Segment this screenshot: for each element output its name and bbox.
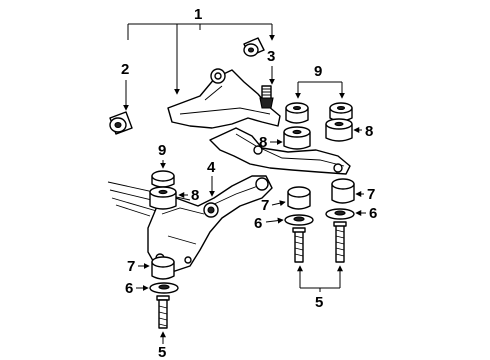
callout-2: 2 [121,61,129,78]
callout-labels: 1 2 3 4 5 5 6 6 6 7 7 7 8 8 8 9 9 [121,6,377,360]
callout-3: 3 [267,48,275,65]
right-mount-bushing-stack-1 [283,102,311,150]
lower-frame [147,175,273,273]
callout-1: 1 [194,6,202,23]
callout-5-left: 5 [158,344,166,360]
ball-joint [259,85,274,109]
callout-5-right: 5 [315,294,323,311]
callout-6-right: 6 [369,205,377,222]
left-mount-bushing-stack [149,170,177,210]
mount-bushing-bottom-left [149,256,179,329]
right-mount-bushing-stack-2 [325,102,353,142]
callout-6-left: 6 [125,280,133,297]
callout-9-right: 9 [314,63,322,80]
upper-arm-bushing [243,37,265,57]
callout-7-left: 7 [127,258,135,275]
callout-7-right: 7 [367,186,375,203]
mount-bushing-center-right [284,186,314,263]
callout-7-center: 7 [261,197,269,214]
leader-lines [123,23,366,344]
callout-4: 4 [207,159,216,176]
control-arm [167,68,281,129]
crossmember [209,127,351,175]
callout-6-center: 6 [254,215,262,232]
callout-8-right: 8 [365,123,373,140]
callout-9-left: 9 [158,142,166,159]
mount-bushing-far-right [325,178,355,263]
callout-8-left: 8 [191,187,199,204]
callout-8-center: 8 [259,134,267,151]
rear-arm-bushing [109,111,133,135]
